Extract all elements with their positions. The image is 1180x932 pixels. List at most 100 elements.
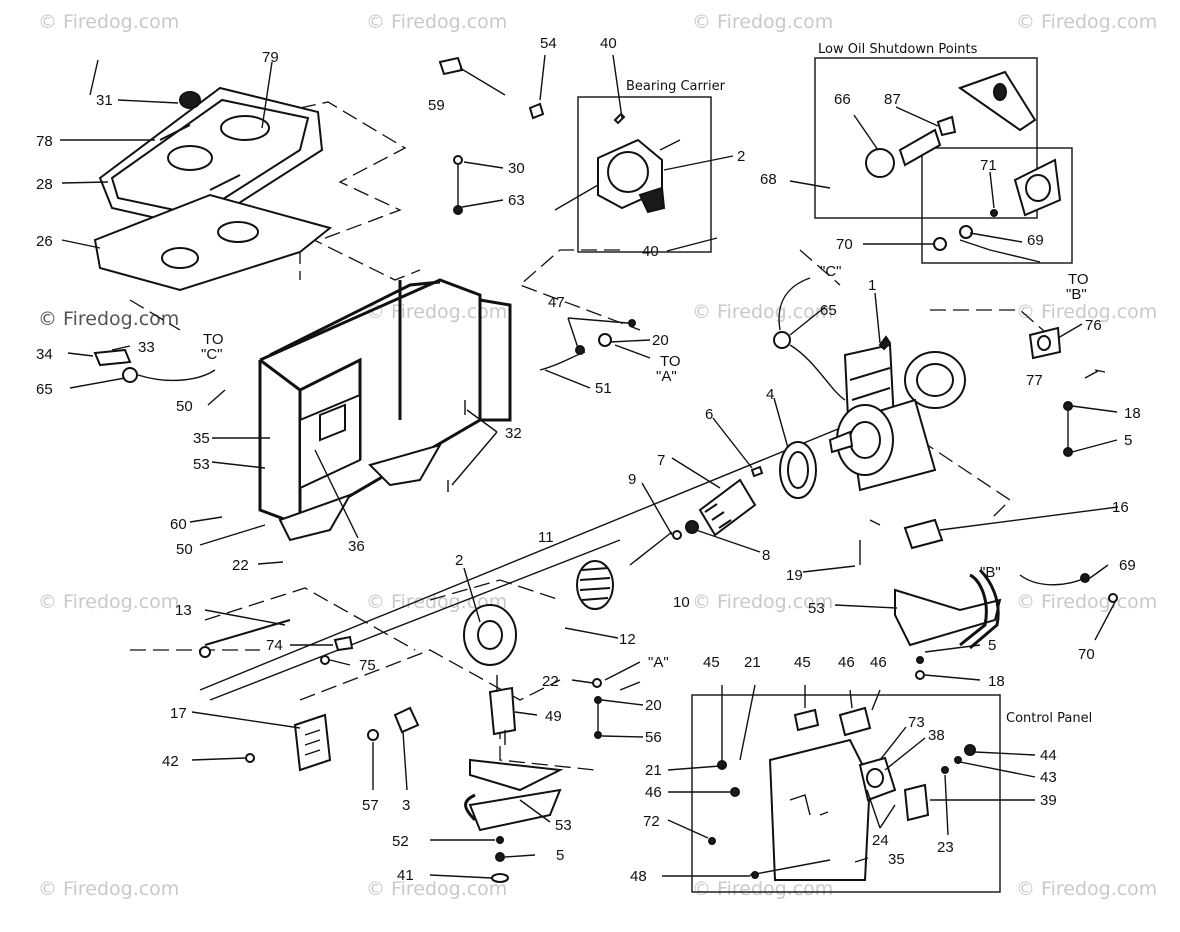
callout-label: "C" (820, 263, 841, 280)
callout-label: 9 (628, 471, 636, 488)
callout-label: 51 (595, 380, 612, 397)
callout-label: 10 (673, 594, 690, 611)
callout-label: 4 (766, 386, 774, 403)
callout-label: 30 (508, 160, 525, 177)
callout-label: 39 (1040, 792, 1057, 809)
bearing-carrier-title: Bearing Carrier (626, 79, 726, 94)
callout-label: 36 (348, 538, 365, 555)
watermark-layer: © Firedog.com © Firedog.com © Firedog.co… (38, 11, 1157, 900)
callout-label: 60 (170, 516, 187, 533)
callout-label: 5 (988, 637, 996, 654)
callout-label: 43 (1040, 769, 1057, 786)
watermark: © Firedog.com (38, 878, 179, 900)
callout-label: 34 (36, 346, 53, 363)
callout-label: 5 (556, 847, 564, 864)
callout-label: 12 (619, 631, 636, 648)
callout-label: 21 (744, 654, 761, 671)
callout-label: 45 (794, 654, 811, 671)
callout-label: 8 (762, 547, 770, 564)
watermark: © Firedog.com (1016, 301, 1157, 323)
callout-label: 46 (645, 784, 662, 801)
low-oil-shutdown-title: Low Oil Shutdown Points (818, 42, 978, 57)
watermark: © Firedog.com (38, 591, 179, 613)
callout-label: 47 (548, 294, 565, 311)
watermark: © Firedog.com (1016, 878, 1157, 900)
control-panel-title: Control Panel (1006, 711, 1092, 726)
callout-labels: 31 79 78 28 26 59 54 40 2 40 30 63 66 87… (36, 35, 1141, 885)
callout-label: 69 (1119, 557, 1136, 574)
callout-label: 73 (908, 714, 925, 731)
frame (258, 278, 512, 542)
callout-label: 3 (402, 797, 410, 814)
callout-label: 2 (737, 148, 745, 165)
callout-label: 1 (868, 277, 876, 294)
callout-label: 74 (266, 637, 283, 654)
watermark: © Firedog.com (1016, 591, 1157, 613)
handle-right (773, 277, 1118, 680)
small-parts-center (438, 56, 651, 883)
callout-label: 20 (645, 697, 662, 714)
callout-label: 65 (36, 381, 53, 398)
watermark: © Firedog.com (366, 11, 507, 33)
callout-label: 50 (176, 398, 193, 415)
callout-label: 65 (820, 302, 837, 319)
watermark: © Firedog.com (692, 11, 833, 33)
callout-label: 49 (545, 708, 562, 725)
callout-label: 28 (36, 176, 53, 193)
callout-label: 7 (657, 452, 665, 469)
callout-label: 59 (428, 97, 445, 114)
watermark: © Firedog.com (38, 11, 179, 33)
callout-label: 19 (786, 567, 803, 584)
callout-label: "A" (648, 654, 669, 671)
callout-label: 56 (645, 729, 662, 746)
callout-label: 72 (643, 813, 660, 830)
callout-label: 48 (630, 868, 647, 885)
callout-label: 40 (600, 35, 617, 52)
small-parts-left (93, 348, 420, 772)
callout-label: "B" (1066, 286, 1087, 303)
callout-label: 53 (193, 456, 210, 473)
callout-label: 71 (980, 157, 997, 174)
callout-label: 76 (1085, 317, 1102, 334)
watermark: © Firedog.com (38, 308, 179, 330)
watermark: © Firedog.com (1016, 11, 1157, 33)
callout-label: "C" (201, 346, 222, 363)
callout-label: 87 (884, 91, 901, 108)
callout-label: 70 (1078, 646, 1095, 663)
shaft-axis-lower (209, 539, 621, 701)
tank-tray (93, 193, 333, 292)
callout-label: 18 (988, 673, 1005, 690)
callout-label: 22 (542, 673, 559, 690)
callout-label: 57 (362, 797, 379, 814)
callout-label: 16 (1112, 499, 1129, 516)
callout-label: 69 (1027, 232, 1044, 249)
low-oil-shutdown-box (814, 57, 1073, 264)
callout-label: 44 (1040, 747, 1057, 764)
callout-label: 13 (175, 602, 192, 619)
callout-label: 46 (870, 654, 887, 671)
callout-label: "A" (656, 368, 677, 385)
callout-label: 46 (838, 654, 855, 671)
callout-label: 24 (872, 832, 889, 849)
callout-label: 31 (96, 92, 113, 109)
callout-label: TO (203, 331, 224, 348)
callout-label: 33 (138, 339, 155, 356)
alternator-parts (463, 441, 817, 666)
callout-label: 52 (392, 833, 409, 850)
callout-label: 41 (397, 867, 414, 884)
callout-label: 5 (1124, 432, 1132, 449)
engine (828, 335, 966, 492)
callout-label: 26 (36, 233, 53, 250)
callout-label: 35 (888, 851, 905, 868)
fuel-tank (98, 86, 324, 230)
callout-label: 53 (808, 600, 825, 617)
callout-label: "B" (980, 564, 1001, 581)
callout-label: 78 (36, 133, 53, 150)
watermark: © Firedog.com (692, 591, 833, 613)
control-panel-box (691, 694, 1001, 893)
callout-label: 18 (1124, 405, 1141, 422)
callout-label: 54 (540, 35, 557, 52)
callout-label: 42 (162, 753, 179, 770)
callout-label: 23 (937, 839, 954, 856)
leader-lines (60, 54, 1119, 879)
